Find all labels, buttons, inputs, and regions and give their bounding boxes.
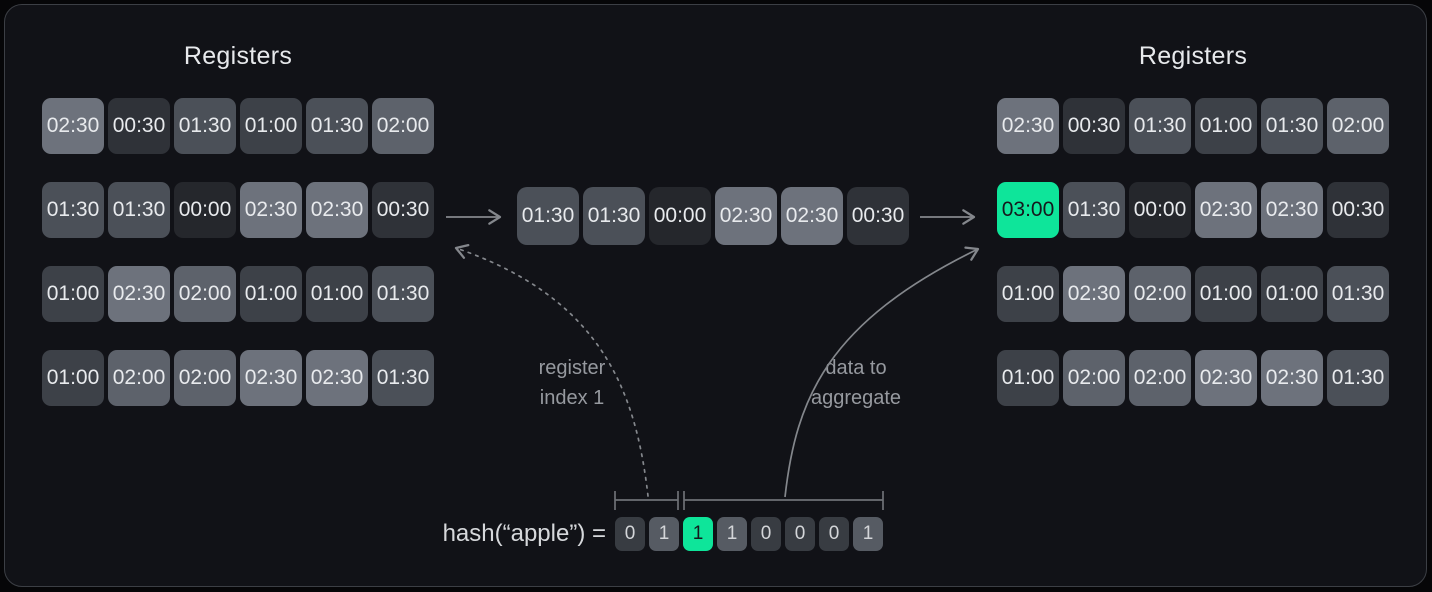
data-to-aggregate-label: data to aggregate [810,357,902,409]
register-cell: 02:30 [781,187,843,245]
register-cell: 02:30 [1261,182,1323,238]
register-cell: 02:00 [1063,350,1125,406]
register-index-label: register index 1 [538,357,606,409]
register-cell: 02:00 [174,350,236,406]
register-cell: 02:00 [174,266,236,322]
register-cell: 01:00 [306,266,368,322]
right-registers-title: Registers [1138,42,1248,70]
left-registers-title: Registers [183,42,293,70]
register-cell: 02:00 [1129,266,1191,322]
register-cell: 01:30 [1327,350,1389,406]
register-cell: 00:00 [1129,182,1191,238]
hash-bit: 1 [649,517,679,551]
register-cell: 02:30 [1195,350,1257,406]
register-cell: 02:30 [306,350,368,406]
register-cell: 01:30 [42,182,104,238]
register-cell: 01:00 [42,350,104,406]
register-cell: 02:00 [1327,98,1389,154]
register-cell: 00:30 [1063,98,1125,154]
register-cell: 01:30 [174,98,236,154]
register-cell: 01:00 [997,266,1059,322]
register-cell: 01:00 [42,266,104,322]
register-cell: 02:00 [108,350,170,406]
register-cell: 02:30 [42,98,104,154]
register-cell: 01:30 [108,182,170,238]
register-cell: 01:30 [583,187,645,245]
hash-bit: 1 [853,517,883,551]
register-cell: 01:00 [1195,98,1257,154]
register-cell: 01:30 [1129,98,1191,154]
register-cell: 01:00 [240,266,302,322]
hash-bit: 0 [751,517,781,551]
register-cell: 00:30 [847,187,909,245]
register-cell: 00:00 [174,182,236,238]
register-cell: 00:00 [649,187,711,245]
register-cell: 02:30 [715,187,777,245]
register-cell: 01:00 [240,98,302,154]
register-cell: 01:30 [372,266,434,322]
register-cell: 01:30 [1063,182,1125,238]
register-cell: 01:30 [1261,98,1323,154]
register-cell: 02:30 [108,266,170,322]
highlighted-hash-bit: 1 [683,517,713,551]
register-cell: 01:30 [306,98,368,154]
register-cell: 02:30 [1261,350,1323,406]
register-cell: 02:30 [240,182,302,238]
register-cell: 02:30 [1063,266,1125,322]
register-cell: 02:00 [372,98,434,154]
hash-bit: 0 [615,517,645,551]
register-cell: 01:30 [1327,266,1389,322]
register-cell: 01:00 [1195,266,1257,322]
register-cell: 01:00 [997,350,1059,406]
register-cell: 02:30 [997,98,1059,154]
register-cell: 02:00 [1129,350,1191,406]
hash-bit: 0 [785,517,815,551]
register-cell: 00:30 [372,182,434,238]
register-cell: 00:30 [1327,182,1389,238]
hash-expression: hash(“apple”) = [442,520,606,547]
register-cell: 02:30 [240,350,302,406]
register-cell: 02:30 [306,182,368,238]
highlighted-register-cell: 03:00 [997,182,1059,238]
register-cell: 00:30 [108,98,170,154]
register-cell: 01:30 [517,187,579,245]
register-cell: 01:30 [372,350,434,406]
hash-bit: 0 [819,517,849,551]
register-cell: 02:30 [1195,182,1257,238]
register-cell: 01:00 [1261,266,1323,322]
hash-bit: 1 [717,517,747,551]
